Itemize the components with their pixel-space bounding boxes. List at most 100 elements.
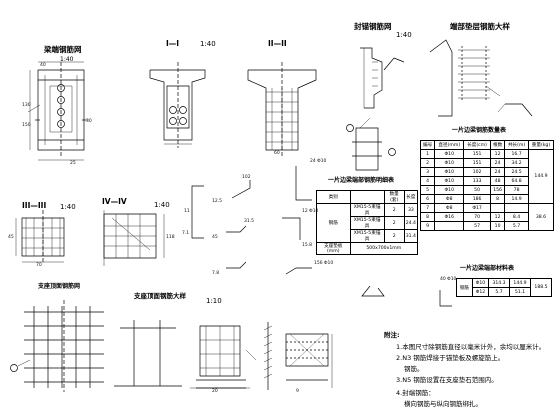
table-cell: 钢筋 bbox=[456, 278, 473, 297]
qty-table: 编号 直径(mm) 长度(cm) 根数 共长(m) 重量(kg) 1 Φ10 1… bbox=[419, 140, 555, 231]
table-cell: 133 bbox=[463, 176, 491, 186]
table-row: 7 Φ8 Φ17 38.6 bbox=[419, 203, 555, 231]
table-cell: XM15-5束锚具 bbox=[349, 229, 385, 243]
table-cell: Φ10 bbox=[434, 158, 465, 168]
bar-callout: 102 bbox=[242, 175, 251, 180]
section-II-title: II—II bbox=[268, 39, 287, 48]
dim-label: 60 bbox=[274, 151, 280, 156]
table-cell: 1 bbox=[419, 149, 436, 159]
table-header-cell: 编号 bbox=[419, 140, 436, 150]
table-header-cell: 长度 bbox=[403, 190, 419, 204]
table-cell: 24 bbox=[489, 158, 506, 168]
note-line: 钢筋。 bbox=[404, 365, 424, 373]
table-cell: 144.9 bbox=[509, 278, 531, 288]
table-cell: 9 bbox=[419, 221, 436, 231]
table-cell: 2 bbox=[383, 203, 405, 217]
support-detail-title: 支座顶面钢筋大样 bbox=[134, 292, 186, 300]
table-header-cell: 长度(cm) bbox=[463, 140, 491, 150]
table-cell: XM15-5束锚具 bbox=[349, 216, 385, 230]
dim-label: 25 bbox=[70, 161, 76, 166]
section-III-scale: 1:40 bbox=[60, 203, 76, 211]
dim-label: 130 bbox=[22, 103, 31, 108]
spiral-rebar-drawing bbox=[264, 322, 332, 390]
dim-label: 9 bbox=[296, 389, 299, 394]
table-header-cell bbox=[349, 190, 385, 204]
table-cell bbox=[489, 203, 506, 213]
mat-table-title: 一片边梁端部材料表 bbox=[460, 265, 515, 272]
anchor-table-title: 一片边梁端部钢筋明细表 bbox=[328, 177, 395, 184]
table-header-cell: 数量(套) bbox=[383, 190, 405, 204]
table-cell: 8 bbox=[489, 194, 506, 204]
section-III-drawing bbox=[16, 210, 64, 264]
dim-label: 150 bbox=[22, 123, 31, 128]
bar-callout: 12.5 bbox=[212, 199, 223, 204]
bar-callout: 12 Φ10 bbox=[302, 209, 319, 214]
table-cell: 7 bbox=[419, 203, 436, 213]
bar-callout: 7.8 bbox=[212, 271, 220, 276]
table-cell: Φ16 bbox=[434, 212, 465, 222]
plate-rebar-drawing bbox=[430, 40, 532, 116]
table-cell: 186 bbox=[463, 194, 491, 204]
table-cell: 48 bbox=[489, 176, 506, 186]
table-cell: 12 bbox=[489, 212, 506, 222]
table-cell: 12 bbox=[489, 149, 506, 159]
table-cell: Φ10 bbox=[434, 185, 465, 195]
note-line: 1.本图尺寸除钢筋直径以毫米计外，余均以厘米计。 bbox=[396, 343, 546, 351]
section-IV-title: IV—IV bbox=[102, 197, 127, 206]
table-header-cell: 共长(m) bbox=[504, 140, 529, 150]
table-row: 1 Φ10 151 12 16.7 144.9 bbox=[419, 149, 555, 204]
anchor-rebar-scale: 1:40 bbox=[396, 31, 412, 39]
beam-end-scale: 1:40 bbox=[60, 56, 74, 63]
anchor-rebar-drawing bbox=[360, 48, 404, 108]
table-cell: 70 bbox=[463, 212, 491, 222]
table-row: XM15-5束锚具 2 24.4 bbox=[317, 216, 419, 230]
table-cell: 5.7 bbox=[488, 287, 511, 297]
table-cell: 10 bbox=[489, 221, 506, 231]
table-cell: 支座垫板(mm) bbox=[316, 242, 351, 255]
table-cell: 151 bbox=[463, 149, 491, 159]
anchor-frame-detail bbox=[347, 118, 396, 170]
table-cell: Φ10 bbox=[434, 176, 465, 186]
section-III-title: III—III bbox=[22, 201, 47, 210]
table-cell: 78 bbox=[504, 185, 529, 195]
bar-callout: 45 bbox=[212, 235, 218, 240]
table-cell: 314.3 bbox=[488, 278, 511, 288]
table-row: 9 57 10 5.7 bbox=[419, 221, 554, 231]
table-cell: 16.7 bbox=[504, 149, 529, 159]
table-cell: Φ8 bbox=[434, 194, 465, 204]
anchor-rebar-title: 封锚钢筋网 bbox=[354, 22, 392, 31]
notes-heading: 附注: bbox=[384, 331, 400, 339]
dim-label: 70 bbox=[36, 263, 42, 268]
table-cell: Φ17 bbox=[463, 203, 491, 213]
table-header-row: 类别 数量(套) 长度 bbox=[316, 190, 419, 204]
table-cell: 4 bbox=[419, 176, 436, 186]
bar-callout: 156 Φ10 bbox=[314, 261, 334, 266]
table-cell: 38.6 bbox=[527, 203, 555, 231]
table-cell: 31.4 bbox=[403, 229, 419, 243]
section-IV-scale: 1:40 bbox=[154, 201, 170, 209]
section-IV-drawing bbox=[104, 210, 164, 266]
note-line: 3.N5 钢筋设置在支座垫石范围内。 bbox=[396, 376, 498, 384]
table-cell: 24 bbox=[489, 167, 506, 177]
table-header-cell: 根数 bbox=[489, 140, 506, 150]
table-cell: 3 bbox=[419, 167, 436, 177]
table-cell: 8 bbox=[419, 212, 436, 222]
table-header-cell: 重量(kg) bbox=[527, 140, 555, 150]
table-cell bbox=[504, 203, 529, 213]
table-row: 钢筋 Φ10 314.3 144.9 188.5 bbox=[456, 278, 552, 297]
bar-callout: 15.8 bbox=[302, 243, 313, 248]
table-header-cell: 直径(mm) bbox=[434, 140, 465, 150]
support-detail-drawing bbox=[114, 320, 256, 388]
support-mesh-drawing bbox=[11, 300, 105, 392]
table-cell: 8.4 bbox=[504, 212, 529, 222]
table-row: Φ12 5.7 51.1 bbox=[457, 287, 552, 297]
table-cell: 500x700x1mm bbox=[349, 242, 419, 255]
section-I-drawing bbox=[150, 62, 205, 148]
bar-shapes bbox=[192, 166, 452, 306]
table-cell: 188.5 bbox=[530, 278, 552, 297]
dim-label: 45 bbox=[8, 235, 14, 240]
dim-label: 118 bbox=[166, 235, 175, 240]
table-cell: Φ10 bbox=[434, 167, 465, 177]
